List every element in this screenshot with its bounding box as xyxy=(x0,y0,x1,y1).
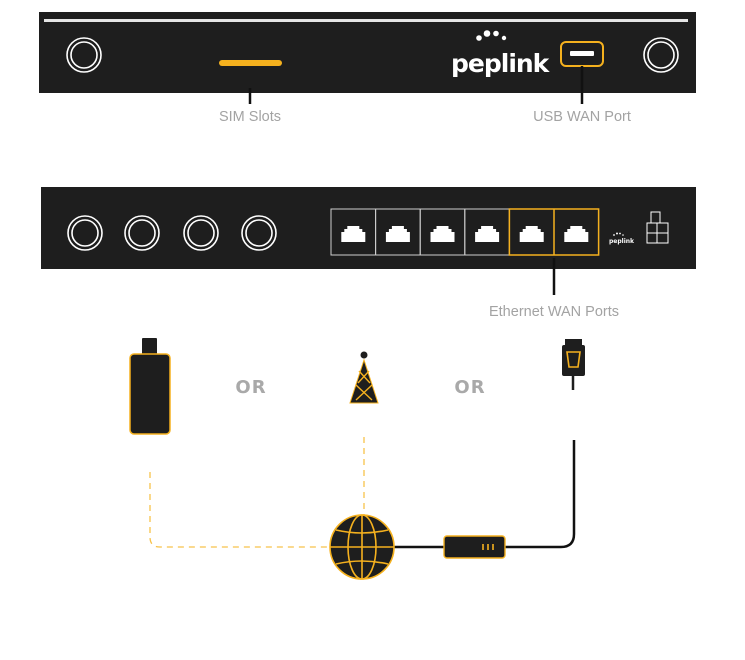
sim-slot xyxy=(219,60,282,66)
or-separator: OR xyxy=(235,377,266,398)
sim-slots-label: SIM Slots xyxy=(219,109,281,125)
usb-dashed-link xyxy=(149,472,328,548)
antenna-connector-icon xyxy=(183,215,219,251)
usb-wan-port-label: USB WAN Port xyxy=(533,109,631,125)
rj45-socket-icon xyxy=(475,226,500,242)
or-separator: OR xyxy=(454,377,485,398)
peplink-logo-small: peplink xyxy=(609,232,635,245)
antenna-connector-icon xyxy=(67,215,103,251)
usb-modem-icon xyxy=(129,338,171,435)
ethernet-port-array xyxy=(330,208,600,256)
rj45-socket-icon xyxy=(564,226,589,242)
bottom-device-panel xyxy=(41,187,696,269)
peplink-logo: peplink xyxy=(451,30,552,78)
globe-icon xyxy=(329,514,395,580)
cell-tower-icon xyxy=(349,351,379,404)
top-device-panel xyxy=(39,12,696,93)
brand-logo-text-small: peplink xyxy=(609,238,635,245)
ethernet-solid-link xyxy=(394,440,576,549)
top-device-edge-stripe xyxy=(44,19,688,22)
bottom-device: peplink Ethernet WAN Ports xyxy=(41,187,696,320)
brand-logo-text: peplink xyxy=(451,49,551,78)
rj45-socket-icon xyxy=(430,226,455,242)
antenna-connector-icon xyxy=(124,215,160,251)
rj45-socket-icon xyxy=(385,226,410,242)
ethernet-wan-ports-label: Ethernet WAN Ports xyxy=(489,304,619,320)
top-device: peplink SIM Slots USB WAN Port xyxy=(39,12,696,125)
rj45-socket-icon xyxy=(341,226,366,242)
rj45-socket-icon xyxy=(519,226,544,242)
usb-ports-icon xyxy=(646,211,669,244)
antenna-connector-icon xyxy=(241,215,277,251)
ethernet-plug-icon xyxy=(562,339,585,390)
antenna-connector-icon xyxy=(66,37,102,73)
modem-icon xyxy=(443,535,506,559)
antenna-connector-icon xyxy=(643,37,679,73)
